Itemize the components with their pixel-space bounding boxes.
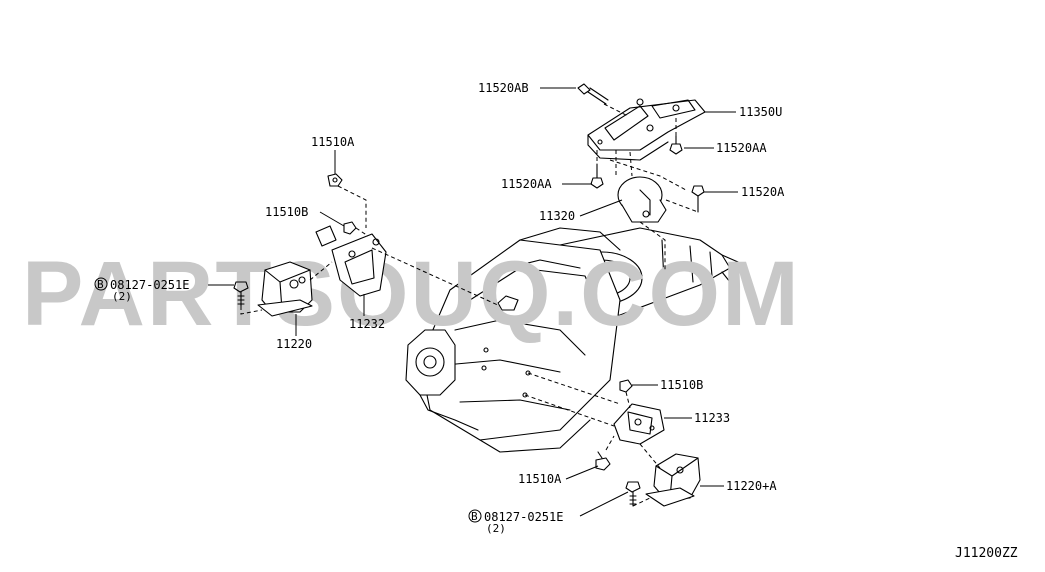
insulator-11320 bbox=[617, 176, 667, 223]
bolt-marker-bottom: B bbox=[468, 509, 482, 523]
label-08127-top: 08127-0251E bbox=[110, 278, 189, 292]
engine-mount-bracket-11232 bbox=[315, 225, 387, 297]
bolt-marker-bottom-letter: B bbox=[471, 510, 478, 523]
engine-mount-insulator-11220 bbox=[257, 261, 313, 317]
engine-mount-insulator-11220A bbox=[645, 453, 701, 507]
assembly-dashed-lines bbox=[240, 103, 699, 507]
bolt-08127-top bbox=[233, 281, 249, 307]
label-11350U: 11350U bbox=[739, 105, 782, 119]
label-11520A: 11520A bbox=[741, 185, 785, 199]
label-08127-top-qty: (2) bbox=[112, 290, 132, 303]
nut-11510A-top bbox=[327, 173, 343, 187]
label-11233: 11233 bbox=[694, 411, 730, 425]
part-labels: 11520AB 11350U 11520AA 11510A 11520AA 11… bbox=[94, 81, 785, 535]
bolt-11520A bbox=[691, 185, 705, 213]
label-11220: 11220 bbox=[276, 337, 312, 351]
label-11520AB: 11520AB bbox=[478, 81, 529, 95]
bolt-marker-top: B bbox=[94, 277, 108, 291]
label-11510A-bottom: 11510A bbox=[518, 472, 562, 486]
engine-transmission-assembly bbox=[405, 227, 739, 453]
bolt-08127-bottom bbox=[625, 481, 641, 507]
nut-11510B-bottom bbox=[619, 379, 633, 393]
label-08127-bottom: 08127-0251E bbox=[484, 510, 563, 524]
engine-mount-bracket-11233 bbox=[613, 403, 665, 445]
bolt-11520AA-top bbox=[669, 135, 683, 155]
leader-lines bbox=[208, 87, 738, 517]
label-08127-bottom-qty: (2) bbox=[486, 522, 506, 535]
label-11220A: 11220+A bbox=[726, 479, 777, 493]
diagram-code: J11200ZZ bbox=[955, 546, 1018, 561]
rear-mount-member-11350U bbox=[587, 98, 706, 161]
bolt-11510A-bottom bbox=[595, 451, 611, 471]
watermark-text: PARTSOUQ.COM bbox=[22, 243, 801, 345]
bolt-marker-top-letter: B bbox=[97, 278, 104, 291]
label-11510A-top: 11510A bbox=[311, 135, 355, 149]
label-11510B-bottom: 11510B bbox=[660, 378, 703, 392]
label-11520AA-top: 11520AA bbox=[716, 141, 767, 155]
bolt-11520AA-mid bbox=[590, 163, 604, 189]
bolt-11520AB bbox=[577, 83, 609, 105]
label-11320: 11320 bbox=[539, 209, 575, 223]
label-11510B-top: 11510B bbox=[265, 205, 308, 219]
label-11232: 11232 bbox=[349, 317, 385, 331]
label-11520AA-mid: 11520AA bbox=[501, 177, 552, 191]
nut-11510B-top bbox=[343, 221, 357, 235]
